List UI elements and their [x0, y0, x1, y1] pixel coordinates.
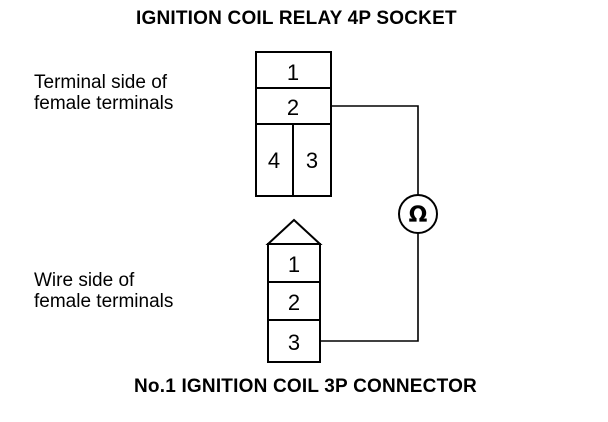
wire-side-label-line-2: female terminals	[34, 291, 174, 312]
ohmmeter-circle	[398, 194, 438, 234]
lower-test-lead	[320, 233, 419, 342]
connector-terminal-1-label: 1	[288, 252, 300, 277]
terminal-side-label-line-1: Terminal side of	[34, 72, 168, 93]
wire-side-label: Wire side of female terminals	[34, 270, 173, 312]
terminal-side-label: Terminal side of female terminals	[34, 72, 173, 114]
connector-terminal-2-label: 2	[288, 290, 300, 315]
wire-side-label-line-1: Wire side of	[34, 270, 135, 291]
upper-test-lead	[331, 105, 419, 195]
relay-socket-title: IGNITION COIL RELAY 4P SOCKET	[136, 8, 457, 29]
relay-terminal-1-label: 1	[287, 60, 299, 85]
coil-connector	[265, 218, 323, 363]
coil-connector-title: No.1 IGNITION COIL 3P CONNECTOR	[134, 376, 477, 397]
relay-terminal-3-label: 3	[306, 148, 318, 173]
ohm-symbol: Ω	[409, 203, 428, 228]
terminal-side-label-line-2: female terminals	[34, 93, 174, 114]
connector-key-tab	[265, 218, 323, 245]
relay-terminal-2-label: 2	[287, 95, 299, 120]
connector-terminal-3-label: 3	[288, 330, 300, 355]
relay-terminal-4-label: 4	[268, 148, 280, 173]
test-lead-wiring	[320, 105, 438, 342]
